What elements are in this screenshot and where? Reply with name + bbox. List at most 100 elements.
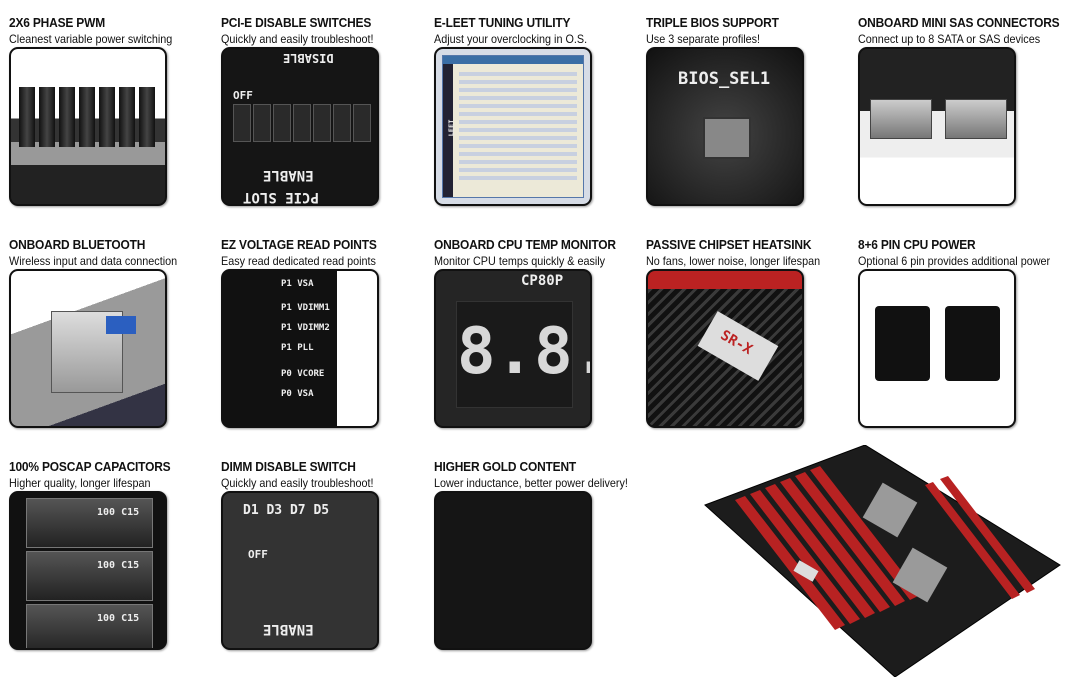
utility-row	[459, 96, 577, 100]
feature-title: ONBOARD BLUETOOTH	[9, 237, 146, 252]
window-sidebar: LEET	[443, 64, 456, 197]
utility-row	[459, 128, 577, 132]
utility-row	[459, 72, 577, 76]
photo-label: D1 D3 D7 D5	[243, 503, 330, 518]
led-display: 8.8.	[456, 301, 590, 408]
feature-title: EZ VOLTAGE READ POINTS	[221, 237, 377, 252]
feature-title: 2X6 PHASE PWM	[9, 15, 105, 30]
inductor-fin	[79, 87, 95, 147]
photo-label: CP80P	[521, 273, 564, 289]
utility-row	[459, 152, 577, 156]
feature-photo: OFF ENABLE PCIE SLOT DISABLE	[221, 47, 379, 206]
feature-subtitle: Easy read dedicated read points	[221, 254, 376, 268]
dip-switch	[223, 565, 245, 601]
feature-photo	[858, 269, 1016, 428]
utility-row	[459, 112, 577, 116]
dip-switch	[233, 104, 251, 142]
dip-switch	[353, 104, 371, 142]
feature-subtitle: Higher quality, longer lifespan	[9, 476, 151, 490]
photo-label: P1 VDIMM1	[281, 303, 330, 313]
capacitor: 100 C15	[26, 604, 153, 648]
capacitor: 100 C15	[26, 551, 153, 601]
photo-label: BIOS_SEL1	[678, 69, 771, 89]
photo-label: P1 VSA	[281, 279, 314, 289]
feature-card: ONBOARD MINI SAS CONNECTORS Connect up to…	[858, 5, 1068, 220]
bios-switch	[703, 117, 751, 159]
feature-subtitle: Quickly and easily troubleshoot!	[221, 476, 374, 490]
feature-card: PCI-E DISABLE SWITCHES Quickly and easily…	[221, 5, 431, 220]
photo-label: OFF	[233, 89, 253, 102]
feature-photo: LEET	[434, 47, 592, 206]
feature-title: ONBOARD MINI SAS CONNECTORS	[858, 15, 1060, 30]
feature-subtitle: No fans, lower noise, longer lifespan	[646, 254, 821, 268]
photo-label: ENABLE	[263, 167, 314, 183]
utility-row	[459, 80, 577, 84]
dip-switch	[313, 104, 331, 142]
feature-title: E-LEET TUNING UTILITY	[434, 15, 571, 30]
power-connector	[945, 306, 1000, 381]
feature-subtitle: Adjust your overclocking in O.S.	[434, 32, 588, 46]
photo-label: DISABLE	[283, 51, 334, 65]
photo-label: OFF	[248, 548, 268, 561]
feature-title: DIMM DISABLE SWITCH	[221, 459, 356, 474]
dip-switch	[223, 493, 245, 529]
feature-photo: OFF ENABLE D1 D3 D7 D5	[221, 491, 379, 650]
inductor-fin	[59, 87, 75, 147]
feature-title: PCI-E DISABLE SWITCHES	[221, 15, 372, 30]
utility-row	[459, 104, 577, 108]
utility-row	[459, 176, 577, 180]
feature-subtitle: Monitor CPU temps quickly & easily	[434, 254, 606, 268]
feature-card: PASSIVE CHIPSET HEATSINK No fans, lower n…	[646, 227, 856, 442]
photo-label: 100 C15	[97, 560, 140, 571]
dip-switch	[333, 104, 351, 142]
photo-label: 100 C15	[97, 613, 140, 624]
utility-row	[459, 168, 577, 172]
motherboard-image	[704, 445, 1061, 677]
photo-label: P0 VSA	[281, 389, 314, 399]
sas-port	[945, 99, 1007, 139]
feature-subtitle: Cleanest variable power switching	[9, 32, 173, 46]
feature-subtitle: Connect up to 8 SATA or SAS devices	[858, 32, 1041, 46]
window-titlebar	[443, 56, 583, 64]
utility-row	[459, 136, 577, 140]
feature-subtitle: Optional 6 pin provides additional power	[858, 254, 1051, 268]
photo-label: P1 VDIMM2	[281, 323, 330, 333]
photo-label: SR-X	[717, 327, 755, 359]
photo-label: LEET	[447, 119, 456, 137]
feature-photo	[434, 491, 592, 650]
feature-card: E-LEET TUNING UTILITY Adjust your overclo…	[434, 5, 644, 220]
board-edge	[337, 271, 377, 426]
photo-label: 100 C15	[97, 507, 140, 518]
dip-switch	[273, 104, 291, 142]
bluetooth-module	[106, 316, 136, 334]
dip-switch	[223, 601, 245, 637]
feature-title: PASSIVE CHIPSET HEATSINK	[646, 237, 812, 252]
inductor-fin	[39, 87, 55, 147]
dip-switch	[223, 529, 245, 565]
feature-photo: SR-X	[646, 269, 804, 428]
feature-subtitle: Quickly and easily troubleshoot!	[221, 32, 374, 46]
photo-label: PCIE SLOT	[243, 189, 319, 205]
feature-title: HIGHER GOLD CONTENT	[434, 459, 577, 474]
feature-photo: CP80P 8.8.	[434, 269, 592, 428]
utility-window: LEET	[442, 55, 584, 198]
utility-row	[459, 144, 577, 148]
srx-tag: SR-X	[697, 311, 779, 381]
sas-port	[870, 99, 932, 139]
utility-row	[459, 88, 577, 92]
feature-card: 8+6 PIN CPU POWER Optional 6 pin provides…	[858, 227, 1068, 442]
feature-photo: BIOS_SEL1	[646, 47, 804, 206]
utility-row	[459, 160, 577, 164]
feature-card: EZ VOLTAGE READ POINTS Easy read dedicate…	[221, 227, 431, 442]
feature-title: 8+6 PIN CPU POWER	[858, 237, 976, 252]
capacitor: 100 C15	[26, 498, 153, 548]
utility-row	[459, 120, 577, 124]
photo-label: ENABLE	[263, 621, 314, 637]
dip-switch	[293, 104, 311, 142]
feature-card: 2X6 PHASE PWM Cleanest variable power swi…	[9, 5, 219, 220]
